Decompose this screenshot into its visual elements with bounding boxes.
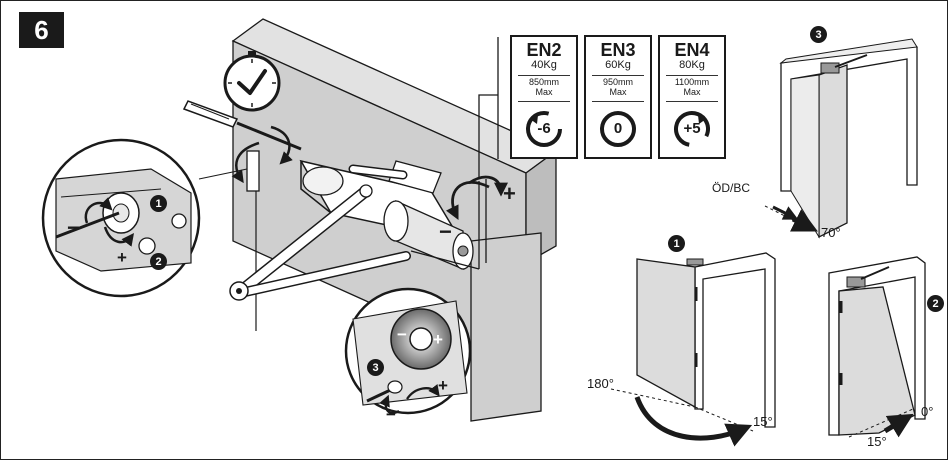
door-illustration-backcheck	[764, 38, 918, 239]
angle-label: 0°	[921, 404, 934, 419]
max-door-width: 950mm	[602, 77, 633, 87]
angle-label: 180°	[587, 376, 614, 391]
max-label: Max	[609, 87, 627, 97]
adjustment-turns: +5	[683, 120, 701, 137]
callout-3: 3	[367, 359, 384, 376]
strength-class-title: EN2	[526, 40, 562, 60]
angle-label: 15°	[867, 434, 887, 449]
dial-neutral-icon	[600, 111, 636, 147]
rotate-arrow-icon	[270, 125, 293, 165]
plus-sign: +	[438, 376, 448, 395]
max-door-weight: 40Kg	[531, 59, 557, 71]
backcheck-label: ÖD/BC	[712, 181, 751, 195]
callout-2: 2	[927, 295, 944, 312]
angle-label: 15°	[753, 414, 773, 429]
door-closer	[229, 150, 487, 301]
rotate-cw-icon	[674, 111, 710, 147]
max-door-width: 1100mm	[674, 77, 710, 87]
divider	[666, 75, 718, 76]
callout-2: 2	[150, 253, 167, 270]
door-illustration-open	[610, 252, 776, 447]
strength-class-title: EN3	[600, 40, 636, 60]
plus-sign: +	[117, 248, 127, 267]
callout-1: 1	[668, 235, 685, 252]
minus-sign: −	[67, 215, 80, 240]
divider	[518, 101, 570, 102]
max-label: Max	[683, 87, 701, 97]
rotate-ccw-icon	[526, 111, 562, 147]
strength-class-en2: EN2 40Kg 850mm Max -6	[510, 35, 578, 159]
plus-sign: +	[433, 330, 443, 349]
leader-line	[478, 94, 498, 179]
clock-icon	[223, 51, 281, 112]
plus-sign: +	[503, 181, 516, 206]
adjustment-turns: -6	[537, 120, 551, 137]
rotate-arrow-icon	[445, 181, 490, 221]
divider	[518, 75, 570, 76]
callout-3: 3	[810, 26, 827, 43]
minus-sign: −	[386, 405, 396, 424]
angle-label: 70°	[821, 225, 841, 240]
max-label: Max	[535, 87, 553, 97]
minus-sign: −	[397, 325, 407, 344]
zoom-detail-bottom	[344, 287, 472, 415]
callout-1: 1	[150, 195, 167, 212]
rotate-arrow-icon	[231, 141, 260, 184]
strength-class-title: EN4	[674, 40, 710, 60]
divider	[592, 75, 644, 76]
leader-line	[198, 168, 248, 180]
wall-lower-block	[470, 232, 542, 422]
divider	[666, 101, 718, 102]
max-door-weight: 60Kg	[605, 59, 631, 71]
step-number-badge: 6	[19, 12, 64, 48]
max-door-width: 850mm	[528, 77, 559, 87]
minus-sign: −	[439, 219, 452, 244]
rotate-arrow-icon	[468, 175, 508, 197]
adjustment-turns: 0	[613, 120, 623, 137]
door-illustration-closed	[828, 256, 926, 438]
divider	[592, 101, 644, 102]
strength-class-en4: EN4 80Kg 1100mm Max +5	[658, 35, 726, 159]
strength-class-en3: EN3 60Kg 950mm Max 0	[584, 35, 652, 159]
max-door-weight: 80Kg	[679, 59, 705, 71]
